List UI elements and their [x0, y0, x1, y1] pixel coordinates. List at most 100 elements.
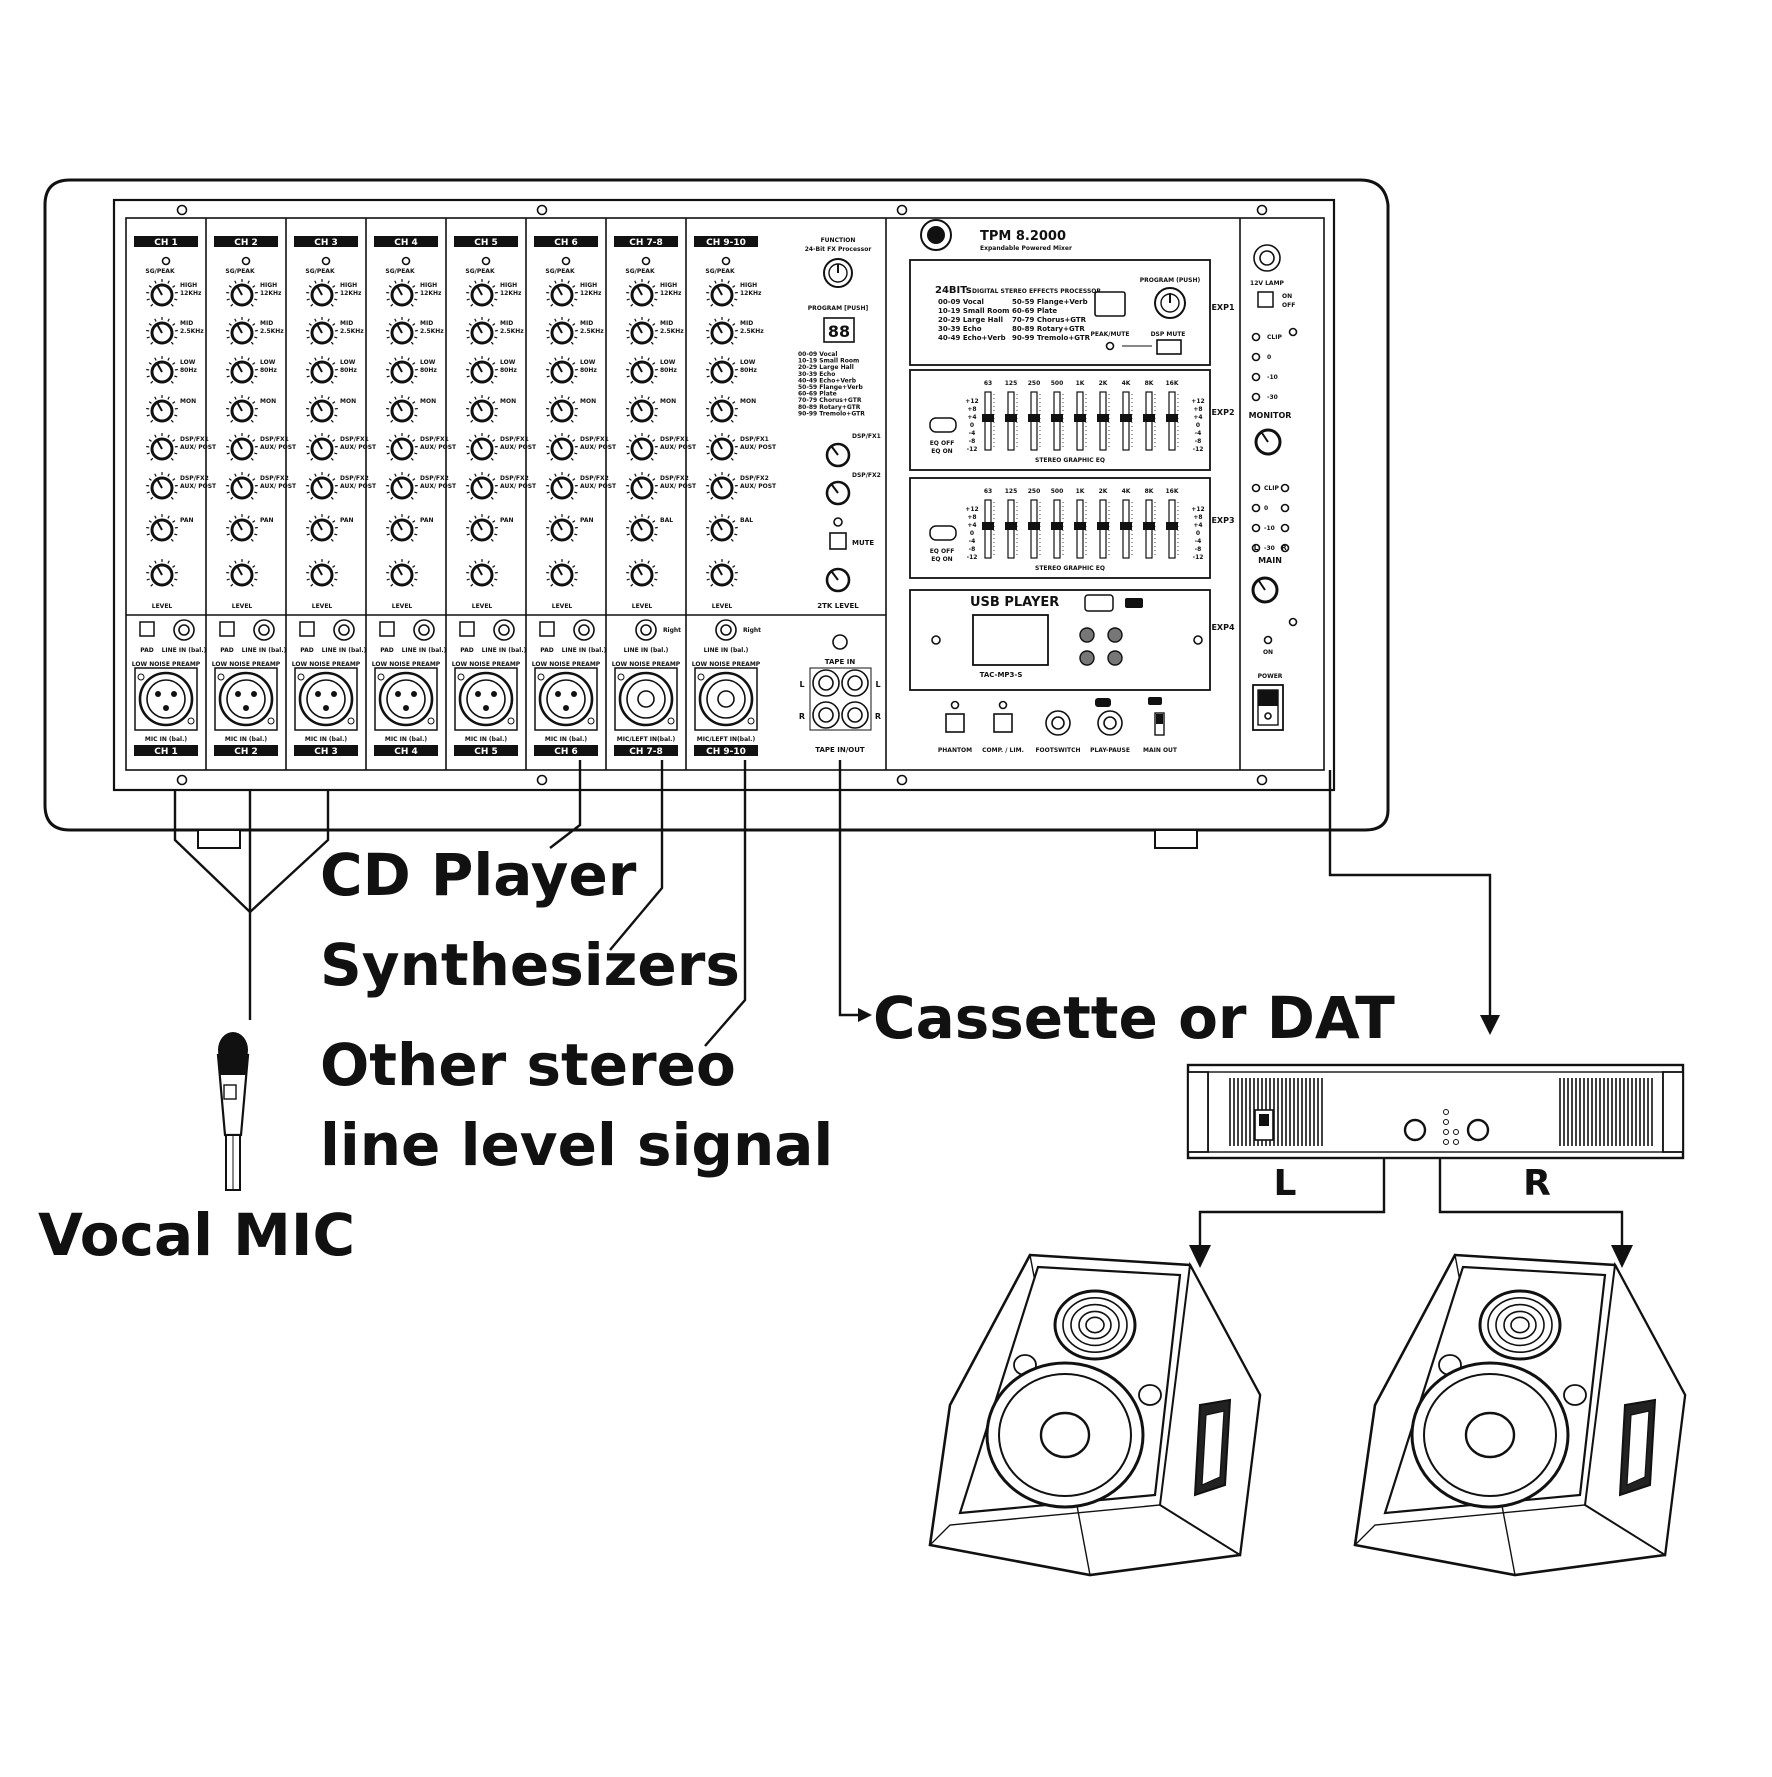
pad-button[interactable] — [140, 622, 154, 636]
monitor-knob[interactable] — [1256, 430, 1280, 454]
power-label: POWER — [1258, 673, 1283, 680]
pad-label: PAD — [220, 647, 233, 654]
eq-on-label: EQ ON — [931, 556, 952, 563]
pad-button[interactable] — [300, 622, 314, 636]
fx2-send-sublabel: AUX/ POST — [500, 483, 537, 490]
exp1-dsp-mute-button[interactable] — [1157, 340, 1181, 354]
mid-eq-sublabel: 2.5KHz — [660, 328, 684, 335]
pad-button[interactable] — [220, 622, 234, 636]
pad-label: PAD — [380, 647, 393, 654]
lamp-switch[interactable] — [1258, 292, 1273, 307]
balance-label: BAL — [740, 517, 753, 524]
mid-eq-sublabel: 2.5KHz — [180, 328, 204, 335]
mic-in-label: MIC IN (bal.) — [225, 736, 267, 743]
eq-bypass-switch[interactable] — [930, 526, 956, 540]
pad-label: PAD — [540, 647, 553, 654]
eq-scale-right: -12 — [1193, 554, 1204, 561]
fx1-send-label: DSP/FX1 — [260, 436, 289, 443]
fx-knob-1[interactable] — [827, 444, 849, 466]
xlr-input-jack[interactable] — [375, 668, 437, 730]
level-label: LEVEL — [232, 603, 253, 610]
tape-in-out-label: TAPE IN/OUT — [815, 746, 865, 754]
fx-function-knob[interactable] — [824, 259, 852, 287]
amp-right-knob — [1468, 1120, 1488, 1140]
main-knob[interactable] — [1253, 578, 1277, 602]
fx2-send-label: DSP/FX2 — [740, 475, 769, 482]
pad-label: PAD — [140, 647, 153, 654]
eq-scale-right: -8 — [1195, 546, 1202, 553]
main-out-label: MAIN OUT — [1143, 747, 1178, 754]
combo-input-jack[interactable] — [615, 668, 677, 730]
vocal-mic-label: Vocal MIC — [38, 1201, 355, 1269]
exp4-usb-player: USB PLAYER TAC-MP3-S EXP4 — [910, 590, 1235, 690]
exp1-dsp-mute-label: DSP MUTE — [1151, 331, 1186, 338]
xlr-input-jack[interactable] — [215, 668, 277, 730]
mid-eq-sublabel: 2.5KHz — [580, 328, 604, 335]
power-switch[interactable] — [1253, 685, 1283, 730]
mixer-model: TPM 8.2000 — [980, 229, 1066, 244]
exp1-program-knob[interactable] — [1155, 288, 1185, 318]
lamp-label: 12V LAMP — [1250, 280, 1285, 287]
low-eq-label: LOW — [740, 359, 756, 366]
eq-scale-right: 0 — [1196, 530, 1200, 537]
powered-mixer: CH 1SG/PEAKHIGH12KHzMID2.5KHzLOW80HzMOND… — [45, 180, 1388, 848]
eq-band-label: 1K — [1076, 488, 1085, 495]
channel-footer: CH 6 — [554, 747, 578, 757]
exp1-program-item: 50-59 Flange+Verb — [1012, 298, 1088, 306]
xlr-input-jack[interactable] — [455, 668, 517, 730]
speaker-dust-cap — [1466, 1413, 1514, 1457]
fx-knob-2[interactable] — [827, 482, 849, 504]
source-labels: CD Player Synthesizers Other stereo line… — [38, 841, 1551, 1269]
phantom-button[interactable] — [946, 714, 964, 732]
monitor-send-label: MON — [260, 398, 276, 405]
tape-in-label: TAPE IN — [825, 658, 856, 666]
fx-program-label: PROGRAM [PUSH] — [808, 305, 869, 312]
fx2-send-sublabel: AUX/ POST — [180, 483, 217, 490]
pad-button[interactable] — [540, 622, 554, 636]
brand-logo-core — [927, 226, 945, 244]
arrow-main-out — [1480, 1015, 1500, 1035]
fx2-send-sublabel: AUX/ POST — [660, 483, 697, 490]
eq-scale-right: +12 — [1191, 398, 1204, 405]
channel-header: CH 3 — [314, 238, 338, 248]
low-eq-sublabel: 80Hz — [420, 367, 437, 374]
xlr-input-jack[interactable] — [535, 668, 597, 730]
xlr-input-jack[interactable] — [295, 668, 357, 730]
preamp-label: LOW NOISE PREAMP — [292, 661, 361, 668]
low-eq-label: LOW — [340, 359, 356, 366]
eq-band-label: 125 — [1005, 488, 1018, 495]
eq-scale-left: -12 — [967, 554, 978, 561]
main-meter-label: -30 — [1264, 545, 1275, 552]
speaker-horn — [1055, 1291, 1135, 1359]
right-output-label: R — [1523, 1163, 1551, 1204]
eq-scale-left: 0 — [970, 530, 974, 537]
right-input-label: Right — [663, 627, 681, 634]
eq-scale-right: +4 — [1193, 414, 1202, 421]
pad-label: PAD — [460, 647, 473, 654]
high-eq-sublabel: 12KHz — [420, 290, 442, 297]
eq-band-label: 250 — [1028, 488, 1041, 495]
xlr-input-jack[interactable] — [135, 668, 197, 730]
two-track-level-knob[interactable] — [827, 569, 849, 591]
monitor-send-label: MON — [500, 398, 516, 405]
synthesizers-label: Synthesizers — [320, 931, 740, 999]
eq-band-label: 500 — [1051, 488, 1064, 495]
pan-label: PAN — [580, 517, 594, 524]
usb-icon — [1125, 598, 1143, 608]
comp-lim-button[interactable] — [994, 714, 1012, 732]
eq-bypass-switch[interactable] — [930, 418, 956, 432]
monitor-send-label: MON — [740, 398, 756, 405]
usb-slot[interactable] — [1085, 595, 1113, 611]
eq-band-label: 2K — [1099, 380, 1108, 387]
monitor-meter-label: -10 — [1267, 374, 1278, 381]
combo-input-jack[interactable] — [695, 668, 757, 730]
channel-header: CH 7-8 — [629, 238, 663, 248]
fx-mute-button[interactable] — [830, 533, 846, 549]
channel-footer: CH 7-8 — [629, 747, 663, 757]
pad-button[interactable] — [460, 622, 474, 636]
exp1-desc: DIGITAL STEREO EFFECTS PROCESSOR — [972, 288, 1101, 295]
pad-button[interactable] — [380, 622, 394, 636]
monitor-meter-label: CLIP — [1267, 334, 1282, 341]
